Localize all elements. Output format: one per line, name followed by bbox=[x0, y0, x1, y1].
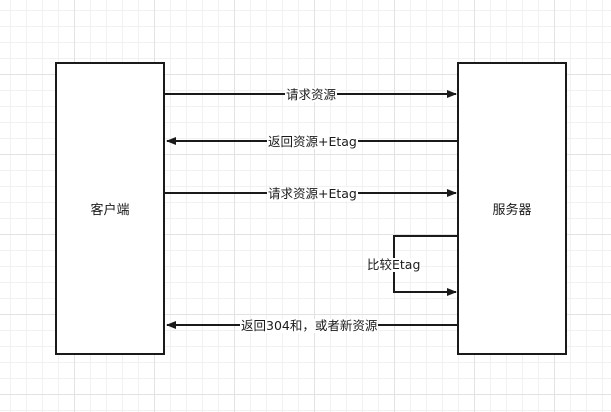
server-node: 服务器 bbox=[457, 62, 567, 355]
request-etag-label: 请求资源+Etag bbox=[267, 186, 358, 201]
request-label: 请求资源 bbox=[285, 87, 338, 102]
response-304-label: 返回304和，或者新资源 bbox=[240, 318, 379, 333]
client-node-label: 客户端 bbox=[90, 203, 130, 218]
response-etag-label: 返回资源+Etag bbox=[267, 134, 358, 149]
client-node: 客户端 bbox=[55, 62, 165, 355]
server-node-label: 服务器 bbox=[492, 203, 532, 218]
compare-etag-label: 比较Etag bbox=[366, 257, 422, 272]
